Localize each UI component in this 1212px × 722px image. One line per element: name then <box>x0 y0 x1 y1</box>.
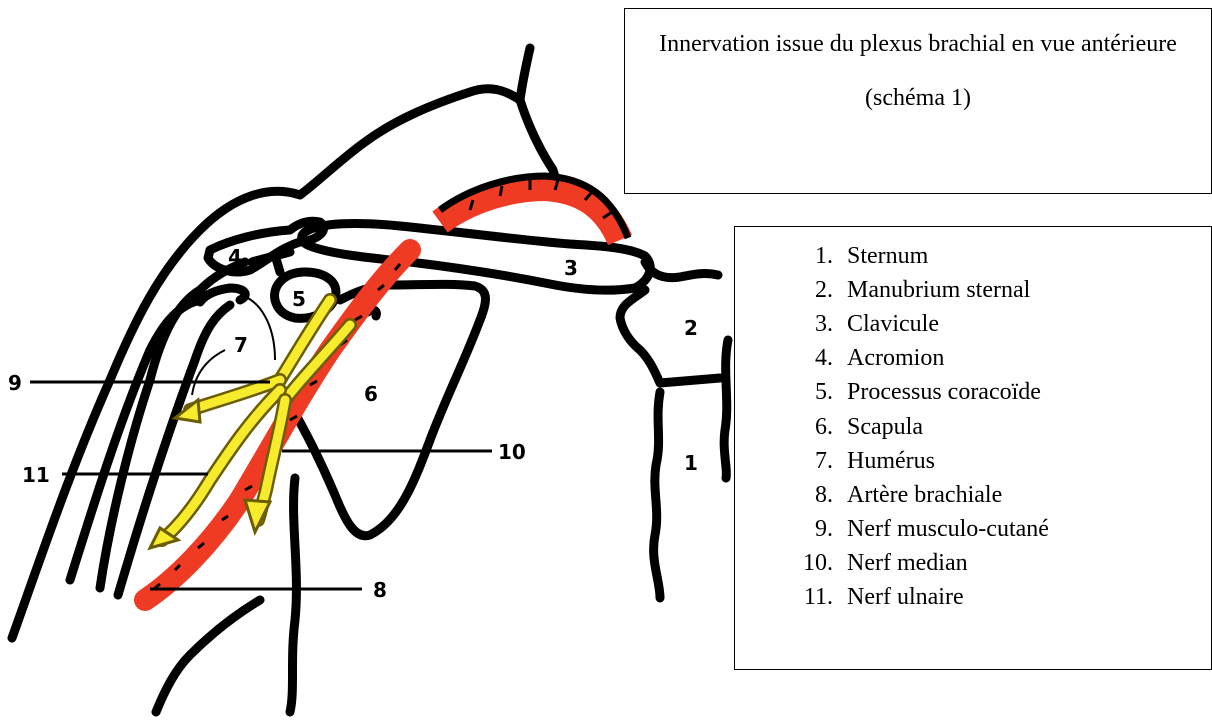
label-6: 6 <box>364 382 378 406</box>
sternum-outline <box>654 392 660 598</box>
title-box: Innervation issue du plexus brachial en … <box>624 8 1212 194</box>
legend-number: 6. <box>735 414 847 441</box>
legend-text: Acromion <box>847 345 944 372</box>
legend-item: 9.Nerf musculo-cutané <box>735 513 1211 547</box>
label-3: 3 <box>564 256 578 280</box>
shoulder-outline <box>12 89 520 638</box>
sternum-right-line <box>724 340 728 478</box>
legend-number: 8. <box>735 482 847 509</box>
legend-number: 3. <box>735 311 847 338</box>
legend-number: 7. <box>735 448 847 475</box>
label-10: 10 <box>498 440 526 464</box>
legend-text: Nerf ulnaire <box>847 584 964 611</box>
legend-box: 1.Sternum 2.Manubrium sternal 3.Clavicul… <box>734 226 1212 670</box>
legend-text: Clavicule <box>847 311 939 338</box>
legend-item: 5.Processus coracoïde <box>735 376 1211 410</box>
legend-number: 9. <box>735 516 847 543</box>
label-5: 5 <box>292 287 306 311</box>
legend-item: 2.Manubrium sternal <box>735 273 1211 307</box>
legend-text: Nerf median <box>847 550 968 577</box>
label-1: 1 <box>684 451 698 475</box>
legend-number: 1. <box>735 243 847 270</box>
legend-item: 7.Humérus <box>735 444 1211 478</box>
manubrium-outline <box>620 262 720 383</box>
axilla-outline <box>156 600 260 712</box>
legend-number: 5. <box>735 379 847 406</box>
legend-text: Humérus <box>847 448 935 475</box>
label-9: 9 <box>8 371 22 395</box>
legend-text: Artère brachiale <box>847 482 1002 509</box>
label-4: 4 <box>228 245 242 269</box>
clavicle-outline <box>302 224 650 291</box>
legend-item: 10.Nerf median <box>735 547 1211 581</box>
legend-number: 10. <box>735 550 847 577</box>
arm-lower-outline <box>290 478 296 712</box>
legend-item: 1.Sternum <box>735 239 1211 273</box>
label-2: 2 <box>684 316 698 340</box>
legend-text: Sternum <box>847 243 928 270</box>
label-8: 8 <box>373 578 387 602</box>
legend-number: 2. <box>735 277 847 304</box>
label-7: 7 <box>234 333 248 357</box>
legend-text: Processus coracoïde <box>847 379 1041 406</box>
legend-item: 4.Acromion <box>735 342 1211 376</box>
diagram-subtitle: (schéma 1) <box>625 83 1211 113</box>
legend-text: Nerf musculo-cutané <box>847 516 1049 543</box>
legend-item: 6.Scapula <box>735 410 1211 444</box>
legend-list: 1.Sternum 2.Manubrium sternal 3.Clavicul… <box>735 227 1211 615</box>
humerus-head <box>200 288 245 302</box>
diagram-title: Innervation issue du plexus brachial en … <box>625 27 1211 61</box>
legend-number: 11. <box>735 584 847 611</box>
legend-number: 4. <box>735 345 847 372</box>
legend-item: 3.Clavicule <box>735 307 1211 341</box>
legend-text: Manubrium sternal <box>847 277 1030 304</box>
legend-text: Scapula <box>847 414 923 441</box>
legend-item: 8.Artère brachiale <box>735 478 1211 512</box>
legend-item: 11.Nerf ulnaire <box>735 581 1211 615</box>
label-11: 11 <box>22 463 50 487</box>
